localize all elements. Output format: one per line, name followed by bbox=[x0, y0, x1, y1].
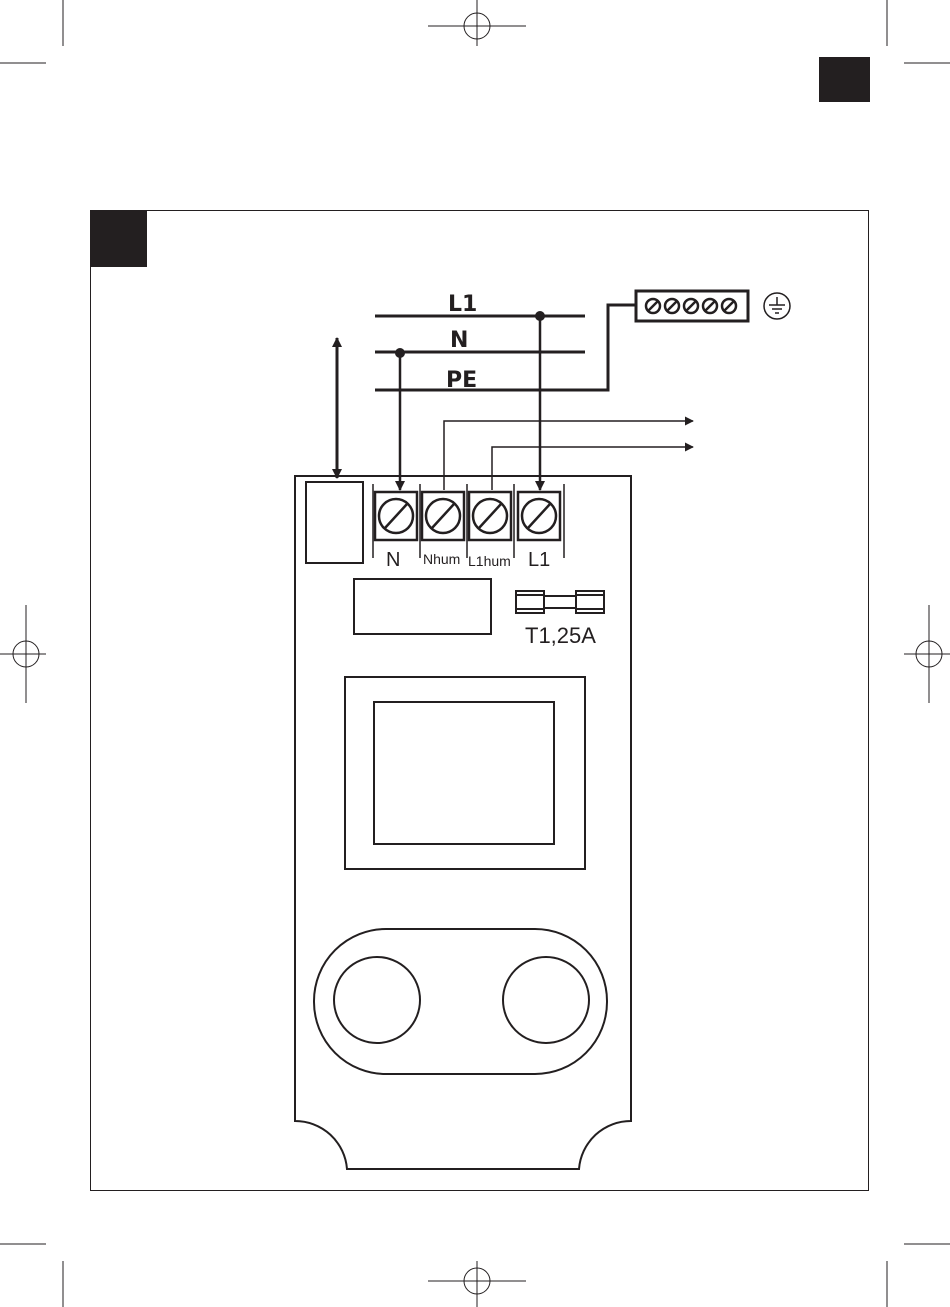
display-frame bbox=[345, 677, 585, 869]
ground-icon bbox=[764, 293, 790, 319]
corner-tab bbox=[819, 57, 870, 102]
figure-tab bbox=[90, 210, 147, 267]
fuse bbox=[516, 591, 604, 613]
fuse-label: T1,25A bbox=[525, 623, 596, 648]
output-l1hum-line bbox=[492, 447, 693, 490]
knob-left bbox=[334, 957, 420, 1043]
crop-mark-icon bbox=[428, 1261, 526, 1307]
terminal-label-nhum: Nhum bbox=[423, 551, 460, 567]
crop-mark-icon bbox=[428, 0, 526, 46]
output-nhum-line bbox=[444, 421, 693, 490]
terminal-label-l1hum: L1hum bbox=[468, 553, 511, 569]
figure-frame bbox=[91, 211, 869, 1191]
crop-mark-icon bbox=[904, 605, 950, 703]
bus-label-l1: L1 bbox=[448, 292, 477, 317]
terminal-screw-icon bbox=[518, 492, 560, 540]
relay-component bbox=[354, 579, 491, 634]
terminal-block bbox=[373, 484, 564, 558]
terminal-screw-icon bbox=[469, 492, 511, 540]
terminal-label-l1: L1 bbox=[528, 549, 550, 571]
side-component bbox=[306, 482, 363, 563]
crop-mark-icon bbox=[0, 605, 46, 703]
display-screen bbox=[374, 702, 554, 844]
terminal-label-n: N bbox=[386, 549, 400, 571]
knob-right bbox=[503, 957, 589, 1043]
bus-label-n: N bbox=[450, 328, 468, 353]
earth-terminal-strip bbox=[636, 291, 748, 321]
knob-bezel bbox=[314, 929, 607, 1074]
terminal-screw-icon bbox=[375, 492, 417, 540]
terminal-screw-icon bbox=[422, 492, 464, 540]
bus-label-pe: PE bbox=[446, 368, 477, 393]
supply-buses bbox=[375, 305, 636, 390]
bus-pe-line bbox=[375, 305, 636, 390]
